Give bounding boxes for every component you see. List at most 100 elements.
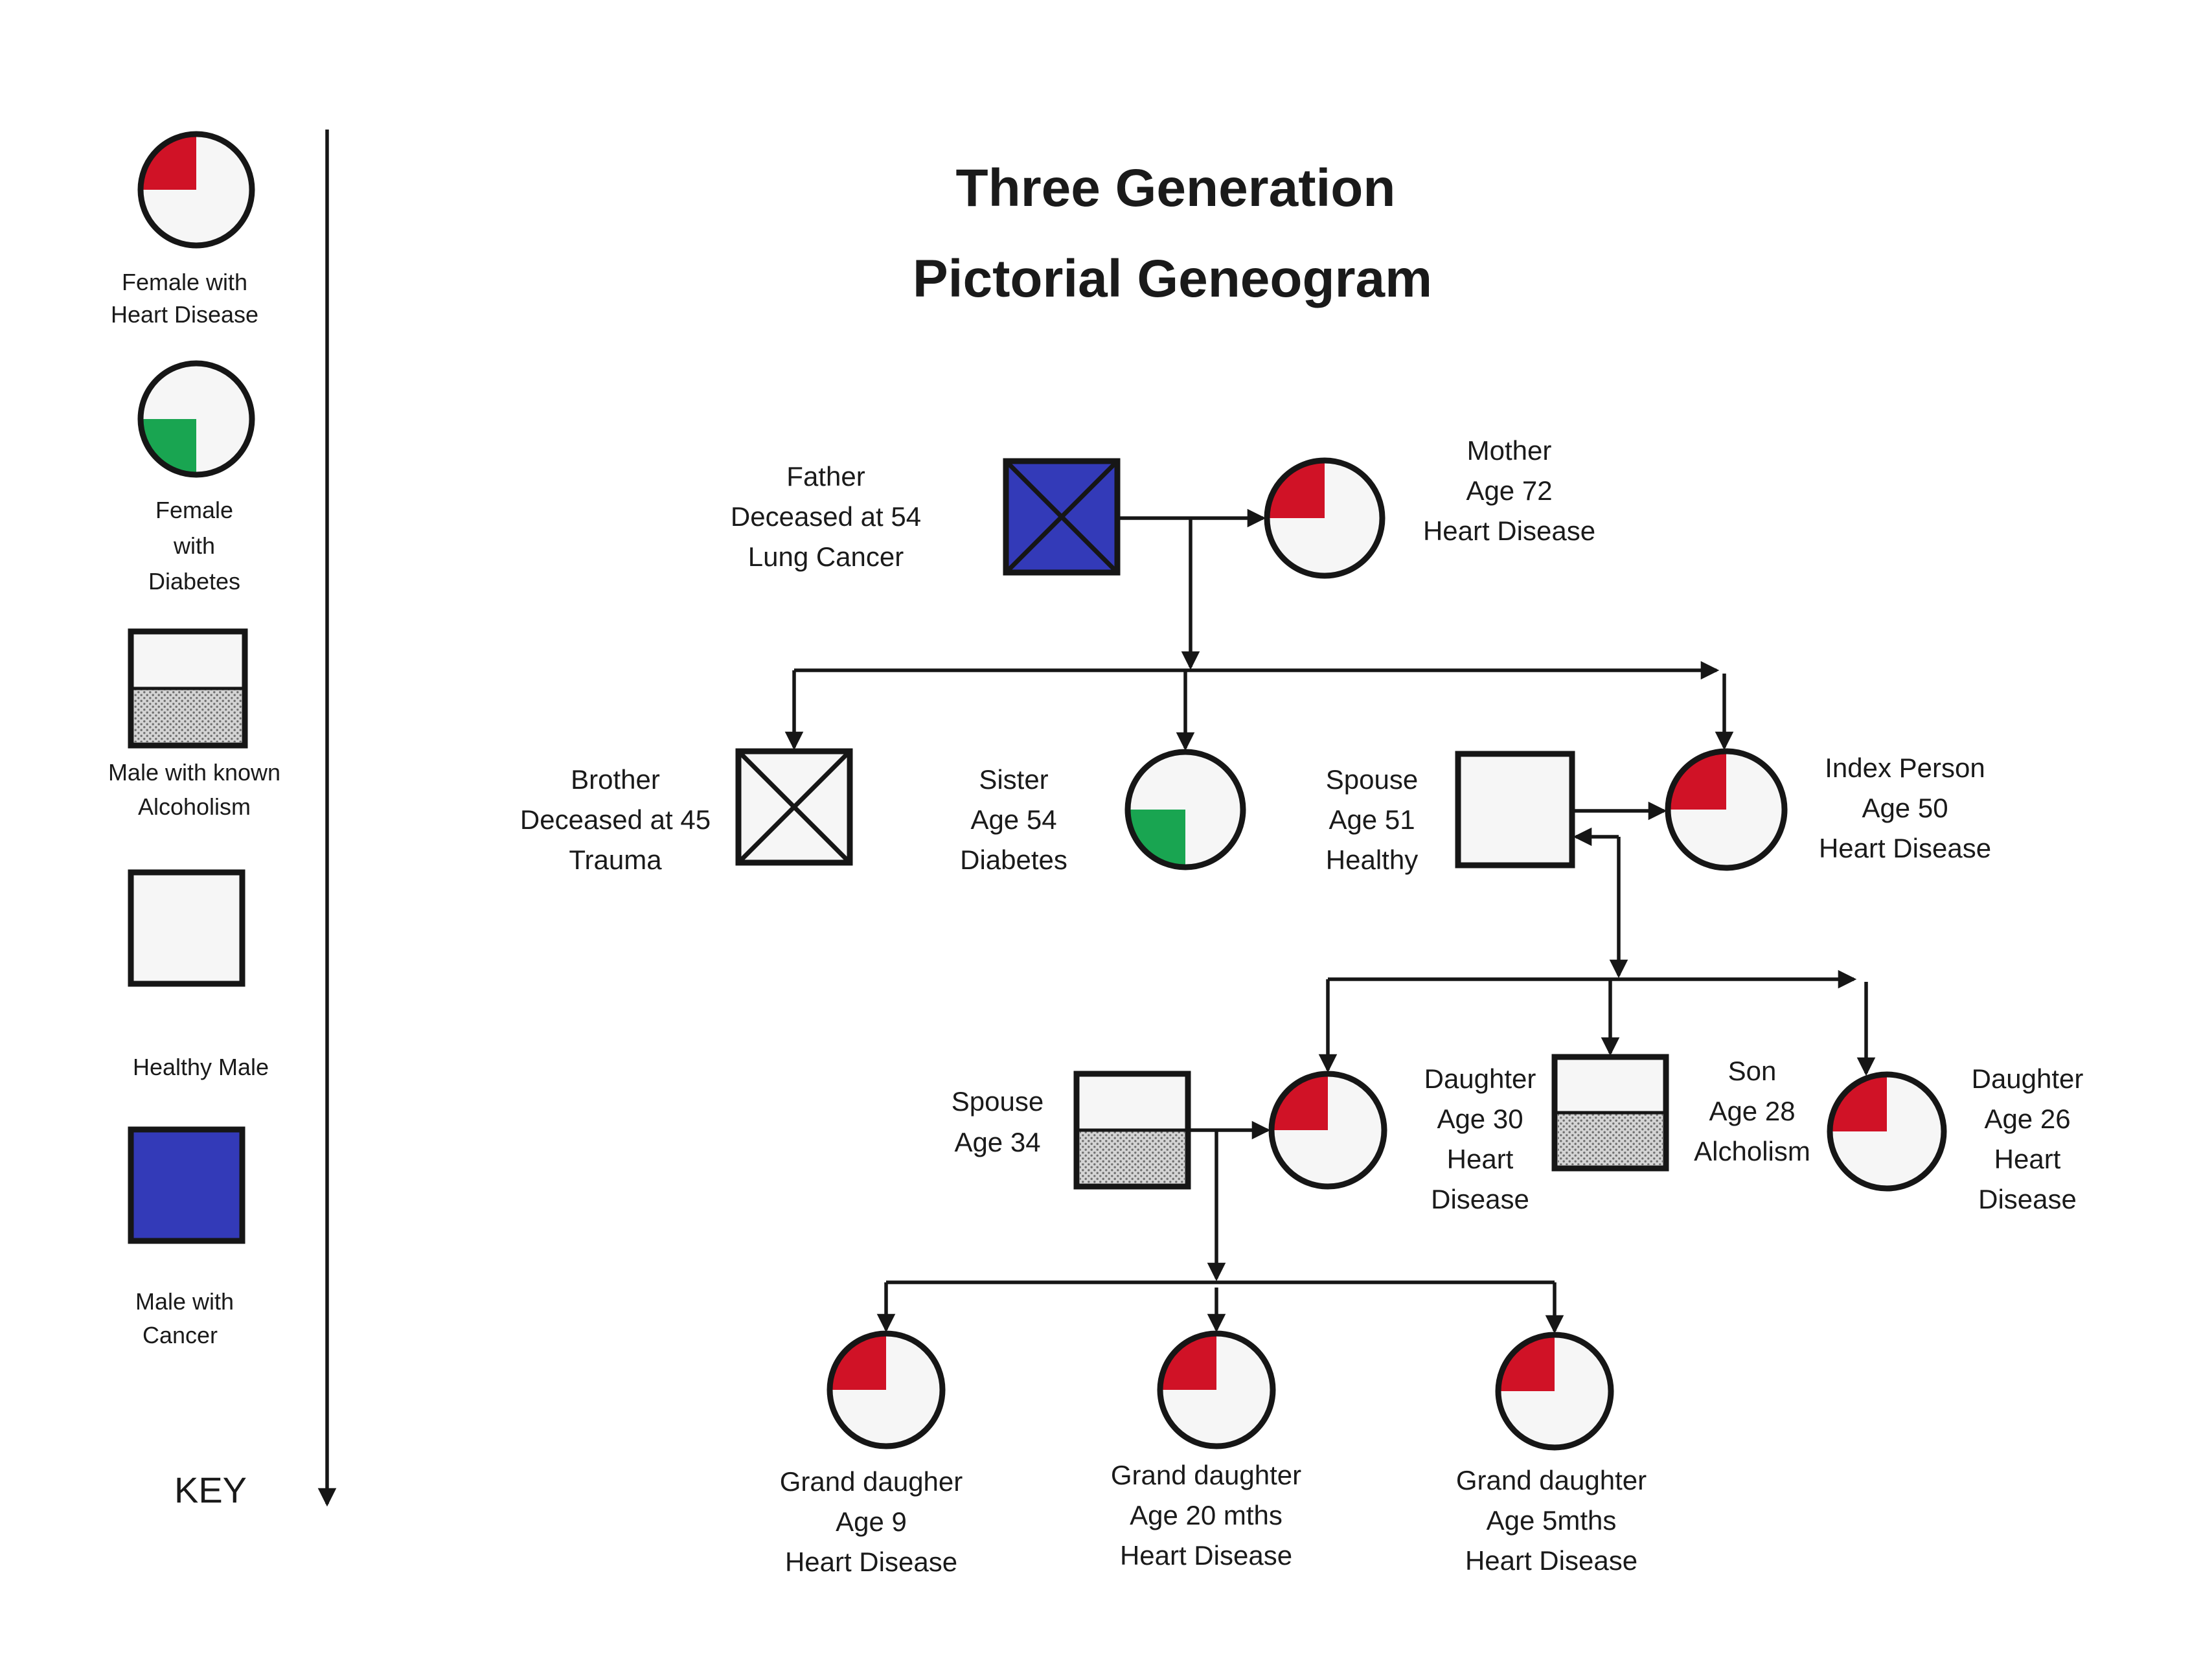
node-daughter-age26	[1827, 1071, 1947, 1192]
father-label-line: Father	[786, 461, 865, 492]
granddaughter9-label-line: Age 9	[836, 1506, 907, 1537]
key-symbol-male-cancer	[128, 1126, 245, 1244]
circle-outline	[827, 1330, 946, 1449]
circle-outline	[1268, 1071, 1387, 1190]
sister-label-line: Diabetes	[960, 845, 1067, 875]
key-heading: KEY	[174, 1470, 247, 1510]
node-son-age28	[1551, 1054, 1669, 1172]
heart-disease-quarter	[1272, 1074, 1328, 1130]
deceased-x-icon	[1004, 459, 1119, 574]
heart-disease-quarter	[830, 1334, 886, 1390]
title-line-2: Pictorial Geneogram	[913, 249, 1432, 308]
key-label-line: Female	[155, 497, 233, 523]
diabetes-quarter	[1128, 810, 1185, 867]
mother-label-line: Age 72	[1466, 475, 1552, 506]
title-line-1: Three Generation	[956, 159, 1396, 218]
spouse51-label-line: Spouse	[1326, 764, 1418, 795]
mother-label-line: Mother	[1467, 435, 1552, 466]
node-father	[1003, 458, 1121, 576]
key-label-line: Alcoholism	[138, 793, 251, 820]
key-label-line: Male with	[135, 1288, 234, 1315]
granddaughter20-label-line: Heart Disease	[1120, 1540, 1292, 1571]
circle-outline	[1157, 1330, 1276, 1449]
alcoholism-hatch-half	[134, 688, 242, 742]
node-granddaughter-age9	[827, 1330, 946, 1449]
spouse34-label-line: Spouse	[952, 1086, 1044, 1117]
granddaughter5-label-line: Heart Disease	[1465, 1545, 1637, 1576]
granddaughter5-label-line: Grand daughter	[1456, 1465, 1647, 1495]
alcoholism-hatch-half	[1558, 1113, 1663, 1165]
son28-label-line: Son	[1728, 1056, 1777, 1086]
key-symbol-female-diabetes	[137, 360, 255, 478]
index-person-label-line: Index Person	[1825, 753, 1985, 783]
daughter26-label-line: Age 26	[1984, 1104, 2070, 1134]
heart-disease-quarter	[1668, 751, 1726, 810]
brother-label-line: Deceased at 45	[520, 804, 711, 835]
key-symbol-female-heart-disease	[137, 131, 255, 249]
circle-outline	[1264, 457, 1386, 579]
daughter30-label-line: Daughter	[1424, 1063, 1536, 1094]
daughter26-label-line: Daughter	[1972, 1063, 2084, 1094]
node-spouse-age34	[1073, 1071, 1191, 1190]
spouse51-label-line: Healthy	[1326, 845, 1418, 875]
heart-disease-quarter	[141, 134, 196, 190]
sister-label-line: Sister	[979, 764, 1048, 795]
son28-label-line: Alcholism	[1694, 1136, 1810, 1166]
granddaughter5-label-line: Age 5mths	[1487, 1505, 1617, 1536]
node-spouse-age51	[1455, 751, 1575, 868]
granddaughter9-label-line: Grand daugher	[780, 1466, 963, 1497]
index-person-label-line: Age 50	[1862, 793, 1948, 823]
key-label-line: Cancer	[143, 1322, 218, 1348]
index-person-label-line: Heart Disease	[1819, 833, 1991, 863]
key-label-line: Heart Disease	[111, 301, 258, 328]
daughter26-label-line: Disease	[1978, 1184, 2077, 1214]
son28-label-line: Age 28	[1709, 1096, 1795, 1126]
father-label-line: Deceased at 54	[731, 501, 921, 532]
circle-outline	[137, 131, 255, 249]
key-symbol-male-alcoholism	[128, 628, 248, 749]
key-legend: Female with Heart Disease Female with Di…	[108, 130, 337, 1510]
mother-label-line: Heart Disease	[1423, 516, 1595, 546]
circle-outline	[1665, 748, 1788, 871]
key-symbol-healthy-male	[128, 869, 245, 987]
node-granddaughter-age20mths	[1157, 1330, 1276, 1449]
connectors	[784, 508, 1876, 1334]
node-index-person	[1665, 748, 1788, 871]
circle-outline	[1827, 1071, 1947, 1192]
heart-disease-quarter	[1267, 460, 1325, 518]
deceased-x-icon	[736, 749, 852, 865]
page-title: Three Generation Pictorial Geneogram	[913, 159, 1432, 308]
node-granddaughter-age5mths	[1495, 1332, 1614, 1451]
father-label-line: Lung Cancer	[748, 541, 904, 572]
key-label-line: Diabetes	[148, 568, 240, 595]
heart-disease-quarter	[1160, 1334, 1216, 1390]
alcoholism-hatch-half	[1080, 1130, 1185, 1183]
key-label-line: with	[173, 532, 215, 559]
daughter30-label-line: Age 30	[1437, 1104, 1523, 1134]
granddaughter20-label-line: Age 20 mths	[1130, 1500, 1283, 1530]
key-label-line: Male with known	[108, 759, 280, 786]
circle-outline	[1495, 1332, 1614, 1451]
circle-outline	[1124, 749, 1246, 870]
daughter30-label-line: Heart	[1447, 1144, 1514, 1174]
node-daughter-age30	[1268, 1071, 1387, 1190]
brother-label-line: Trauma	[569, 845, 662, 875]
node-sister	[1124, 749, 1246, 870]
key-label-line: Female with	[122, 269, 247, 295]
daughter26-label-line: Heart	[1994, 1144, 2061, 1174]
sister-label-line: Age 54	[970, 804, 1056, 835]
node-mother	[1264, 457, 1386, 579]
circle-outline	[137, 360, 255, 478]
heart-disease-quarter	[1830, 1074, 1887, 1131]
node-brother	[735, 748, 853, 866]
spouse34-label-line: Age 34	[954, 1127, 1040, 1157]
heart-disease-quarter	[1498, 1335, 1555, 1391]
daughter30-label-line: Disease	[1431, 1184, 1529, 1214]
brother-label-line: Brother	[571, 764, 660, 795]
granddaughter9-label-line: Heart Disease	[785, 1547, 957, 1577]
granddaughter20-label-line: Grand daughter	[1111, 1460, 1301, 1490]
spouse51-label-line: Age 51	[1329, 804, 1415, 835]
key-label-line: Healthy Male	[133, 1054, 269, 1080]
